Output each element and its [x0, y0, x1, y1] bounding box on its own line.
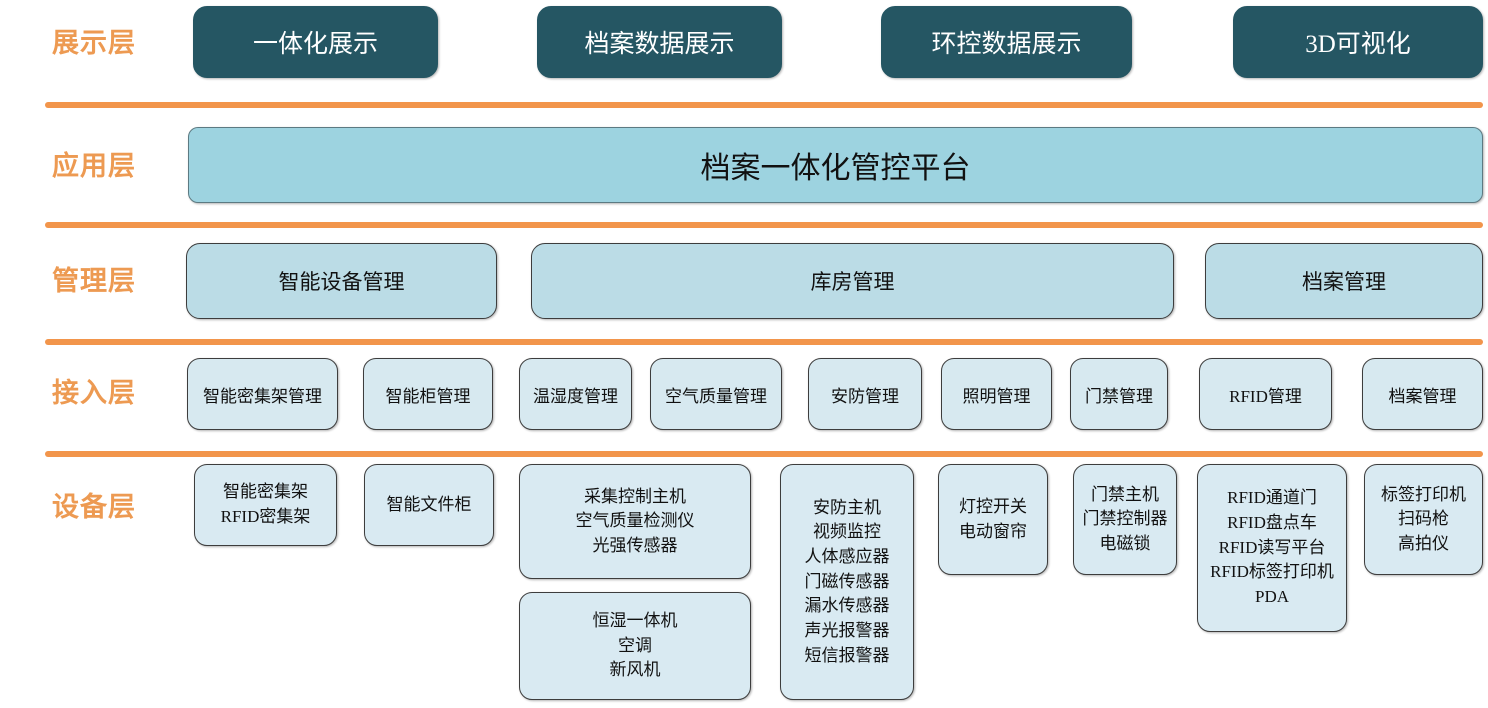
layer-label-access: 接入层	[52, 378, 136, 408]
device-node-smart-file-cabinet[interactable]: 智能文件柜	[364, 464, 494, 546]
layer-label-application: 应用层	[52, 151, 136, 181]
device-node-label-printer-equipment[interactable]: 标签打印机扫码枪高拍仪	[1364, 464, 1483, 575]
access-node-smart-compact-shelf-management[interactable]: 智能密集架管理	[187, 358, 338, 430]
layer-label-presentation: 展示层	[52, 28, 136, 58]
application-node-archive-platform[interactable]: 档案一体化管控平台	[188, 127, 1483, 203]
device-node-rfid-equipment[interactable]: RFID通道门 RFID盘点车 RFID读写平台 RFID标签打印机 PDA	[1197, 464, 1347, 632]
separator-management-access	[45, 339, 1483, 345]
access-node-security-management[interactable]: 安防管理	[808, 358, 922, 430]
device-node-line: 门禁控制器	[1082, 509, 1168, 529]
device-node-line: 恒湿一体机	[592, 611, 678, 631]
access-node-lighting-management[interactable]: 照明管理	[941, 358, 1052, 430]
device-node-line: 漏水传感器	[804, 596, 890, 616]
presentation-node-integrated-display[interactable]: 一体化展示	[193, 6, 438, 78]
management-node-archive-management[interactable]: 档案管理	[1205, 243, 1483, 319]
device-node-line: 高拍仪	[1398, 533, 1449, 553]
device-node-line: 电动窗帘	[959, 521, 1027, 541]
separator-presentation-application	[45, 102, 1483, 108]
presentation-node-archive-data-display[interactable]: 档案数据展示	[537, 6, 782, 78]
device-node-line: 新风机	[609, 660, 661, 680]
device-node-line: 安防主机	[813, 497, 881, 517]
device-node-line: 光强传感器	[592, 535, 678, 555]
device-node-line: 标签打印机	[1381, 484, 1466, 504]
separator-application-management	[45, 222, 1483, 228]
management-node-smart-device-management[interactable]: 智能设备管理	[186, 243, 497, 319]
device-node-line: 人体感应器	[804, 547, 890, 567]
layer-label-management: 管理层	[52, 266, 136, 296]
device-node-lighting-equipment[interactable]: 灯控开关电动窗帘	[938, 464, 1048, 575]
presentation-node-env-control-data-display[interactable]: 环控数据展示	[881, 6, 1132, 78]
device-node-line: 灯控开关	[959, 496, 1027, 516]
device-node-security-equipment[interactable]: 安防主机视频监控人体感应器门磁传感器漏水传感器声光报警器短信报警器	[780, 464, 914, 700]
device-node-line: RFID盘点车	[1227, 513, 1317, 533]
device-node-line: 智能密集架	[223, 482, 308, 502]
device-node-line: PDA	[1254, 586, 1289, 606]
layer-label-device: 设备层	[52, 492, 136, 522]
access-node-smart-cabinet-management[interactable]: 智能柜管理	[363, 358, 493, 430]
device-node-access-control-equipment[interactable]: 门禁主机门禁控制器电磁锁	[1073, 464, 1177, 575]
management-node-warehouse-management[interactable]: 库房管理	[531, 243, 1174, 319]
device-node-line: 空气质量检测仪	[575, 511, 695, 531]
device-node-line: 门磁传感器	[804, 571, 890, 591]
device-node-line: 门禁主机	[1091, 484, 1159, 504]
device-node-humidity-hvac[interactable]: 恒湿一体机空调新风机	[519, 592, 751, 700]
device-node-line: 短信报警器	[804, 645, 890, 665]
access-node-access-control-management[interactable]: 门禁管理	[1070, 358, 1168, 430]
device-node-smart-compact-shelf[interactable]: 智能密集架 RFID密集架	[194, 464, 337, 546]
device-node-line: 空调	[618, 635, 652, 655]
access-node-temperature-humidity-management[interactable]: 温湿度管理	[519, 358, 632, 430]
access-node-rfid-management[interactable]: RFID管理	[1199, 358, 1332, 430]
device-node-line: 电磁锁	[1099, 533, 1151, 553]
device-node-line: 视频监控	[813, 522, 881, 542]
device-node-line: RFID通道门	[1227, 488, 1317, 508]
presentation-node-3d-visualization[interactable]: 3D可视化	[1233, 6, 1483, 78]
access-node-archive-management[interactable]: 档案管理	[1362, 358, 1483, 430]
device-node-line: 声光报警器	[804, 620, 890, 640]
device-node-line: RFID标签打印机	[1210, 562, 1334, 582]
device-node-line: RFID密集架	[220, 507, 311, 526]
device-node-line: 智能文件柜	[386, 494, 472, 514]
separator-access-device	[45, 451, 1483, 457]
device-node-line: 扫码枪	[1398, 509, 1449, 529]
device-node-line: RFID读写平台	[1218, 537, 1326, 557]
device-node-collection-control-host[interactable]: 采集控制主机空气质量检测仪光强传感器	[519, 464, 751, 579]
access-node-air-quality-management[interactable]: 空气质量管理	[650, 358, 782, 430]
device-node-line: 采集控制主机	[584, 486, 686, 506]
